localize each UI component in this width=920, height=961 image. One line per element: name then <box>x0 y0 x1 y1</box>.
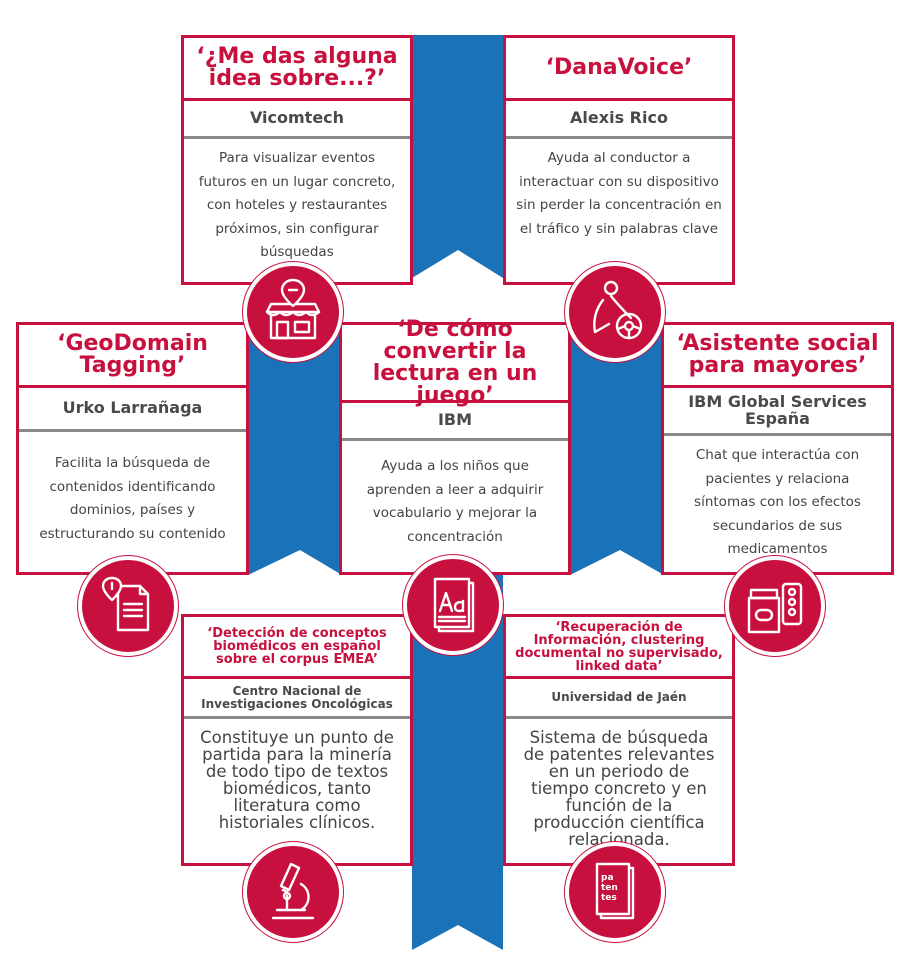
card-description: Para visualizar eventos futuros en un lu… <box>198 150 396 260</box>
store-location-icon <box>243 262 343 362</box>
medicine-icon <box>725 556 825 656</box>
card-description: Facilita la búsqueda de contenidos ident… <box>39 455 226 542</box>
card-description: Sistema de búsqueda de patentes relevant… <box>523 728 715 849</box>
patents-text-line-3: tes <box>601 893 617 903</box>
card-organization: Vicomtech <box>184 101 410 139</box>
card-organization: Alexis Rico <box>506 101 732 139</box>
patents-text-line-1: pa <box>601 873 614 883</box>
card-geodomain-tagging: ‘GeoDomain Tagging’ Urko Larrañaga Facil… <box>16 322 249 575</box>
card-recuperacion-informacion: ‘Recuperación de Información, clustering… <box>503 614 735 866</box>
card-organization: Urko Larrañaga <box>19 388 246 432</box>
card-organization: IBM Global Services España <box>664 388 891 436</box>
card-description: Ayuda a los niños que aprenden a leer a … <box>366 458 544 545</box>
driver-wheel-icon <box>565 262 665 362</box>
patents-text-line-2: ten <box>601 883 618 893</box>
card-description: Constituye un punto de partida para la m… <box>200 728 394 832</box>
card-title: ‘DanaVoice’ <box>506 38 732 101</box>
card-title: ‘De cómo convertir la lectura en un jueg… <box>342 318 568 406</box>
card-description: Chat que interactúa con pacientes y rela… <box>694 447 861 557</box>
card-title: ‘Asistente social para mayores’ <box>664 325 891 388</box>
card-organization: IBM <box>342 403 568 441</box>
card-asistente-social: ‘Asistente social para mayores’ IBM Glob… <box>661 322 894 575</box>
card-danavoice: ‘DanaVoice’ Alexis Rico Ayuda al conduct… <box>503 35 735 285</box>
card-lectura-juego: ‘De cómo convertir la lectura en un jueg… <box>339 318 571 575</box>
card-title: ‘¿Me das alguna idea sobre...?’ <box>184 38 410 101</box>
card-organization: Centro Nacional de Investigaciones Oncol… <box>184 679 410 719</box>
microscope-icon <box>243 842 343 942</box>
card-organization: Universidad de Jaén <box>506 679 732 719</box>
patents-book-icon: pa ten tes <box>565 842 665 942</box>
card-description: Ayuda al conductor a interactuar con su … <box>516 150 722 237</box>
card-title: ‘Recuperación de Información, clustering… <box>506 617 732 679</box>
card-me-das-alguna-idea: ‘¿Me das alguna idea sobre...?’ Vicomtec… <box>181 35 413 285</box>
card-title: ‘GeoDomain Tagging’ <box>19 325 246 388</box>
book-letters-icon <box>403 555 503 655</box>
document-location-icon <box>78 556 178 656</box>
card-deteccion-biomedicos: ‘Detección de conceptos biomédicos en es… <box>181 614 413 866</box>
card-title: ‘Detección de conceptos biomédicos en es… <box>184 617 410 679</box>
